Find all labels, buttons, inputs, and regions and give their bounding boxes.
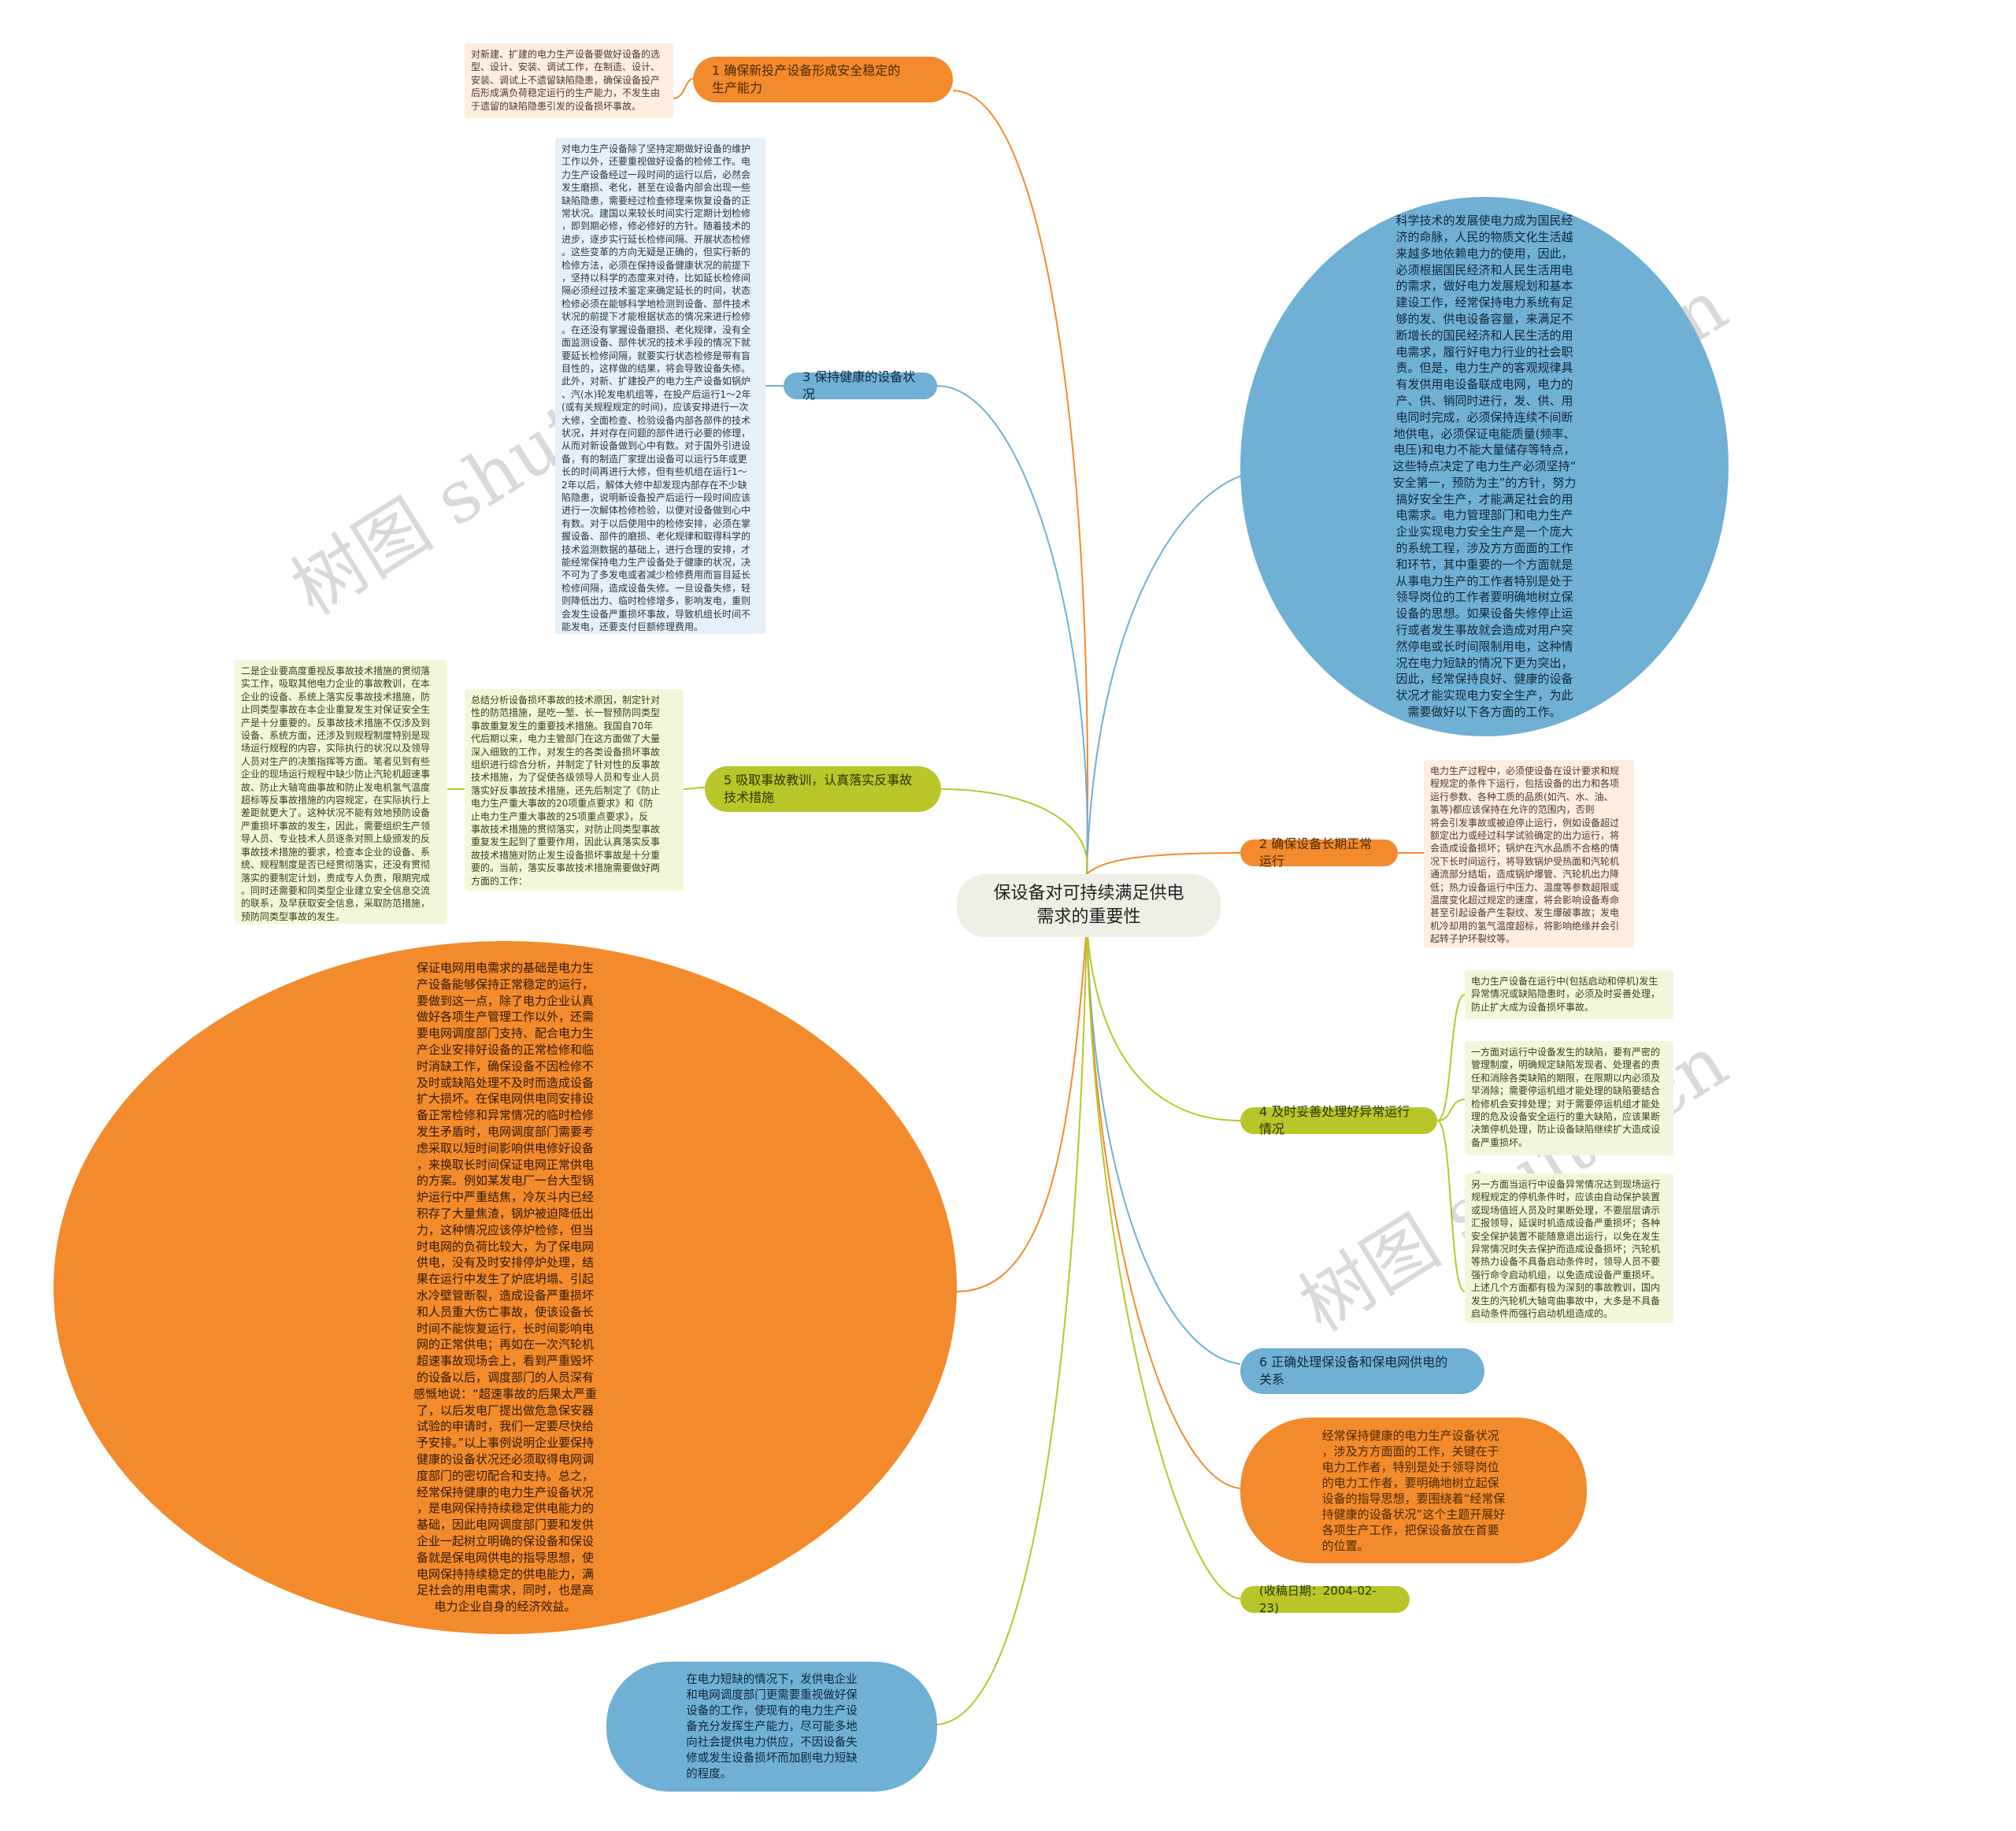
topic-orange-ellipse[interactable]: 保证电网用电需求的基础是电力生 产设备能够保持正常稳定的运行， 要做到这一点，除…	[54, 941, 957, 1634]
note-4c: 另一方面当运行中设备异常情况达到现场运行 规程规定的停机条件时，应该由自动保护装…	[1465, 1173, 1673, 1323]
link-b1	[952, 90, 1089, 875]
link-b5-note	[683, 787, 706, 790]
central-topic[interactable]: 保设备对可持续满足供电 需求的重要性	[957, 874, 1221, 937]
note-5a: 总结分析设备损坏事故的技术原因，制定针对 性的防范措施，是吃一堑、长一智预防同类…	[465, 689, 684, 891]
branch-5-label: 5 吸取事故教训，认真落实反事故 技术措施	[724, 773, 913, 805]
link-b4-n4a	[1436, 994, 1466, 1121]
link-n6	[936, 925, 1088, 1725]
branch-6-label: 6 正确处理保设备和保电网供电的 关系	[1259, 1355, 1448, 1387]
branch-2[interactable]: 2 确保设备长期正常运行	[1240, 836, 1398, 869]
link-b7	[1086, 925, 1241, 1489]
link-b1-note	[673, 78, 694, 99]
branch-3-label: 3 保持健康的设备状况	[802, 369, 916, 402]
link-blob-orange	[956, 925, 1088, 1292]
topic-blue-small-text: 在电力短缺的情况下，发供电企业 和电网调度部门更需要重视做好保 设备的工作，使现…	[686, 1673, 858, 1781]
branch-7-label: 经常保持健康的电力生产设备状况 ，涉及方方面面的工作，关键在于 电力工作者，特别…	[1321, 1428, 1506, 1553]
branch-4[interactable]: 4 及时妥善处理好异常运行情况	[1240, 1104, 1437, 1136]
branch-8-label: (收稿日期：2004-02-23)	[1259, 1584, 1377, 1615]
note-4a: 电力生产设备在运行中(包括启动和停机)发生 异常情况或缺陷隐患时，必须及时妥善处…	[1465, 970, 1673, 1019]
branch-2-label: 2 确保设备长期正常运行	[1259, 836, 1373, 869]
link-blob-blue	[1086, 472, 1253, 875]
link-b4	[1086, 925, 1241, 1121]
central-topic-label: 保设备对可持续满足供电 需求的重要性	[993, 884, 1184, 927]
link-b3	[936, 385, 1088, 875]
branch-3[interactable]: 3 保持健康的设备状况	[784, 369, 937, 402]
note-3: 对电力生产设备除了坚持定期做好设备的维护 工作以外，还要重视做好设备的检修工作。…	[555, 138, 765, 634]
branch-6[interactable]: 6 正确处理保设备和保电网供电的 关系	[1240, 1348, 1484, 1394]
topic-orange-ellipse-text: 保证电网用电需求的基础是电力生 产设备能够保持正常稳定的运行， 要做到这一点，除…	[413, 961, 597, 1614]
note-1: 对新建、扩建的电力生产设备要做好设备的选 型、设计、安装、调试工作，在制造、设计…	[465, 43, 673, 118]
topic-blue-ellipse[interactable]: 科学技术的发展使电力成为国民经 济的命脉，人民的物质文化生活越 来越多地依赖电力…	[1240, 197, 1729, 736]
link-b4-n4b	[1436, 1099, 1466, 1121]
link-b6	[1086, 925, 1241, 1365]
branch-1[interactable]: 1 确保新投产设备形成安全稳定的 生产能力	[693, 57, 953, 102]
link-b2	[1086, 852, 1241, 875]
link-b4-n4c	[1436, 1120, 1466, 1292]
branch-8[interactable]: (收稿日期：2004-02-23)	[1240, 1584, 1410, 1615]
note-2: 电力生产过程中，必须使设备在设计要求和规 程规定的条件下运行，包括设备的出力和各…	[1424, 760, 1634, 947]
topic-blue-ellipse-text: 科学技术的发展使电力成为国民经 济的命脉，人民的物质文化生活越 来越多地依赖电力…	[1392, 213, 1577, 720]
note-5b: 二是企业要高度重视反事故技术措施的贯彻落 实工作，吸取其他电力企业的事故教训，在…	[235, 660, 447, 924]
branch-7[interactable]: 经常保持健康的电力生产设备状况 ，涉及方方面面的工作，关键在于 电力工作者，特别…	[1240, 1418, 1587, 1563]
link-b8	[1086, 925, 1241, 1599]
topic-blue-small[interactable]: 在电力短缺的情况下，发供电企业 和电网调度部门更需要重视做好保 设备的工作，使现…	[606, 1662, 937, 1792]
branch-4-label: 4 及时妥善处理好异常运行情况	[1259, 1104, 1410, 1136]
branch-5[interactable]: 5 吸取事故教训，认真落实反事故 技术措施	[705, 766, 941, 812]
note-4b: 一方面对运行中设备发生的缺陷，要有严密的 管理制度，明确规定缺陷发现者、处理者的…	[1465, 1041, 1673, 1155]
link-b5	[940, 788, 1088, 875]
branch-1-label: 1 确保新投产设备形成安全稳定的 生产能力	[712, 63, 901, 95]
